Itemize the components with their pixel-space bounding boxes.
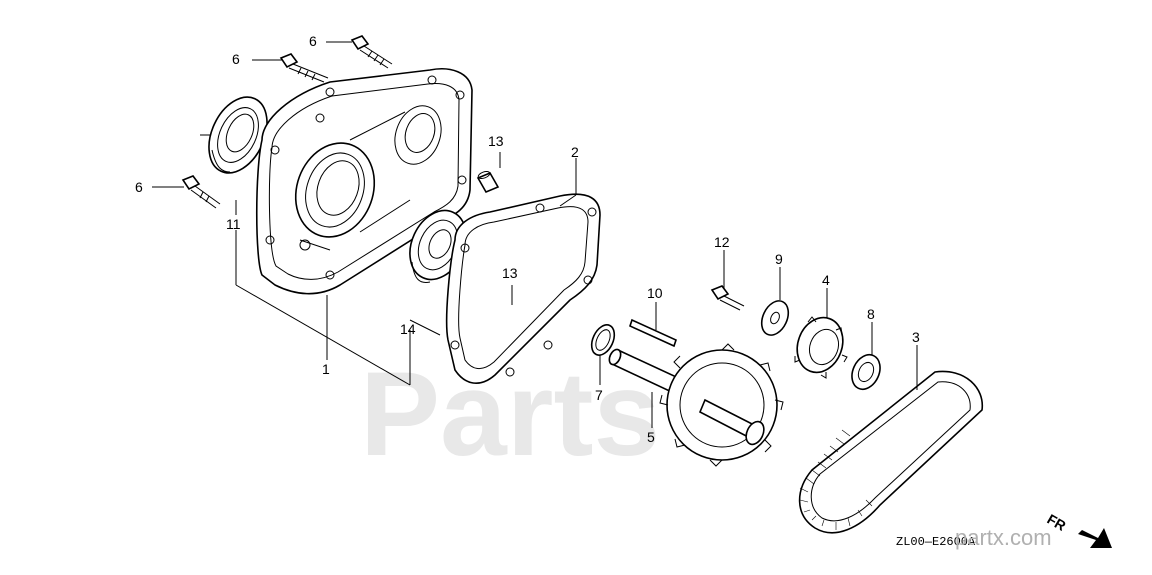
bolt-left xyxy=(181,175,221,209)
drive-chain xyxy=(798,370,983,534)
callout-labels: 6 6 6 11 1 14 13 13 2 12 9 4 8 3 10 7 5 xyxy=(135,33,920,445)
washer xyxy=(760,300,790,336)
bolt-small xyxy=(710,285,745,311)
background-watermark: Parts xyxy=(360,347,660,481)
callout-8: 8 xyxy=(867,306,875,322)
callout-10: 10 xyxy=(647,285,663,301)
callout-11: 11 xyxy=(226,216,241,232)
callout-6-left: 6 xyxy=(135,179,143,195)
case-cover xyxy=(255,68,473,295)
partx-watermark: partx.com xyxy=(955,525,1052,550)
callout-13-lower: 13 xyxy=(502,265,518,281)
o-ring xyxy=(590,324,616,356)
callout-7: 7 xyxy=(595,387,603,403)
driven-shaft-sprocket xyxy=(608,343,784,467)
spacer-washer xyxy=(851,353,881,391)
bolt-top xyxy=(350,35,393,69)
callout-6-top: 6 xyxy=(309,33,317,49)
gasket xyxy=(445,193,601,384)
callout-13-upper: 13 xyxy=(488,133,504,149)
bolt-upper xyxy=(279,53,329,83)
leader-lines xyxy=(152,41,918,428)
callout-12: 12 xyxy=(714,234,730,250)
woodruff-key xyxy=(629,318,677,348)
callout-4: 4 xyxy=(822,272,830,288)
callout-3: 3 xyxy=(912,329,920,345)
callout-5: 5 xyxy=(647,429,655,445)
drive-sprocket xyxy=(794,316,848,379)
front-direction-arrow-icon: FR xyxy=(1045,511,1112,548)
callout-2: 2 xyxy=(571,144,579,160)
drawing-code: ZL00—E2600A xyxy=(896,535,976,549)
callout-6-upper: 6 xyxy=(232,51,240,67)
callout-1: 1 xyxy=(322,361,330,377)
callout-9: 9 xyxy=(775,251,783,267)
callout-14: 14 xyxy=(400,321,416,337)
dowel-pin-upper xyxy=(476,171,500,194)
